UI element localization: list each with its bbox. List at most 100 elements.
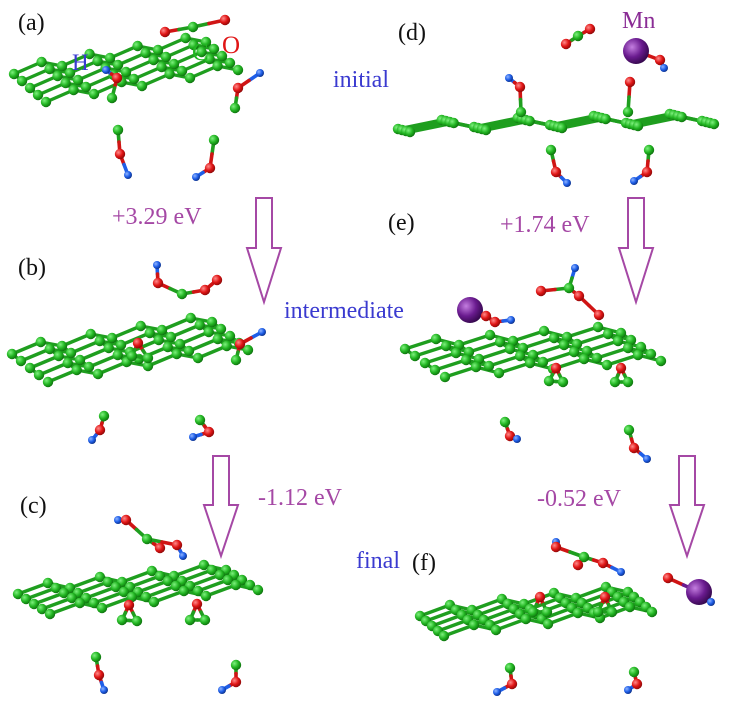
carbon-atom xyxy=(156,61,167,73)
carbon-atom xyxy=(527,606,539,618)
carbon-atom xyxy=(152,44,164,56)
carbon-atom xyxy=(206,564,218,576)
carbon-atom xyxy=(153,334,164,346)
carbon-atom xyxy=(52,70,63,82)
carbon-atom xyxy=(224,330,236,342)
carbon-atom xyxy=(504,343,516,355)
carbon-atom xyxy=(44,63,55,75)
carbon-atom xyxy=(514,350,526,362)
carbon-atom xyxy=(645,348,657,360)
ball-and-stick-molecule xyxy=(189,414,215,441)
ball-and-stick-molecule xyxy=(114,514,187,560)
carbon-atom xyxy=(591,352,603,364)
carbon-atom xyxy=(632,349,644,361)
hydrogen-atom xyxy=(256,69,264,77)
carbon-atom xyxy=(135,320,146,332)
carbon-atom xyxy=(180,32,191,44)
carbon-atom xyxy=(184,614,196,626)
oxygen-atom xyxy=(114,148,126,160)
carbon-atom xyxy=(221,340,232,352)
carbon-atom xyxy=(142,352,154,364)
carbon-atom xyxy=(612,335,624,347)
ball-and-stick-molecule xyxy=(184,598,211,626)
carbon-atom xyxy=(545,144,557,156)
carbon-atom xyxy=(142,360,154,372)
carbon-atom xyxy=(68,84,79,96)
carbon-atom xyxy=(28,598,40,610)
hydrogen-atom xyxy=(218,686,226,694)
carbon-atom xyxy=(53,350,64,362)
carbon-atom xyxy=(98,410,110,422)
carbon-atom xyxy=(470,361,482,373)
carbon-atom xyxy=(154,570,166,582)
carbon-atom xyxy=(200,590,212,602)
energy-label-e-to-f: -0.52 eV xyxy=(537,486,622,512)
ball-and-stick-molecule xyxy=(505,74,527,118)
carbon-atom xyxy=(448,117,459,129)
carbon-atom xyxy=(102,576,114,588)
carbon-atom xyxy=(36,603,48,615)
panel-label-b: (b) xyxy=(18,255,46,281)
oxygen-atom xyxy=(152,277,164,289)
ball-and-stick-molecule xyxy=(192,134,220,181)
carbon-atom xyxy=(230,579,242,591)
carbon-atom xyxy=(203,326,214,338)
oxygen-atom xyxy=(615,362,627,374)
carbon-atom xyxy=(216,50,228,62)
carbon-atom xyxy=(483,360,495,372)
oxygen-atom xyxy=(584,23,596,35)
carbon-atom xyxy=(56,60,68,72)
carbon-atom xyxy=(80,81,92,93)
manganese-atom xyxy=(686,579,712,605)
carbon-atom xyxy=(32,89,44,101)
carbon-atom xyxy=(42,577,54,589)
carbon-atom xyxy=(409,350,421,362)
carbon-atom xyxy=(230,659,242,671)
carbon-atom xyxy=(183,345,195,357)
carbon-atom xyxy=(543,375,555,387)
carbon-atom xyxy=(571,338,583,350)
carbon-atom xyxy=(88,88,100,100)
carbon-atom xyxy=(517,342,529,354)
hydrogen-atom xyxy=(88,436,96,444)
carbon-atom xyxy=(188,39,199,51)
ball-and-stick-molecule xyxy=(622,76,636,118)
carbon-atom xyxy=(556,122,568,134)
carbon-atom xyxy=(572,607,584,619)
carbon-atom xyxy=(622,376,634,388)
carbon-atom xyxy=(515,106,527,118)
carbon-atom xyxy=(419,357,431,369)
oxygen-atom xyxy=(489,316,501,328)
carbon-atom xyxy=(103,342,114,354)
carbon-atom xyxy=(561,331,573,343)
carbon-atom xyxy=(106,92,118,104)
carbon-atom xyxy=(74,354,86,366)
carbon-atom xyxy=(214,569,226,581)
hydrogen-atom xyxy=(513,435,521,443)
hydrogen-atom xyxy=(624,686,632,694)
manganese-atom xyxy=(623,38,649,64)
carbon-atom xyxy=(439,371,451,383)
panel-label-e: (e) xyxy=(388,210,415,236)
carbon-atom xyxy=(44,608,56,620)
carbon-atom xyxy=(40,96,52,108)
oxygen-atom xyxy=(550,541,562,553)
carbon-atom xyxy=(60,77,71,89)
oxygen-atom xyxy=(654,54,666,66)
carbon-atom xyxy=(404,126,416,138)
hydrogen-atom xyxy=(179,552,187,560)
oxygen-atom xyxy=(599,591,611,603)
carbon-atom xyxy=(494,336,506,348)
carbon-atom xyxy=(115,339,127,351)
carbon-atom xyxy=(229,102,241,114)
carbon-atom xyxy=(635,341,647,353)
carbon-atom xyxy=(140,47,151,59)
oxygen-atom xyxy=(234,338,246,350)
carbon-atom xyxy=(20,593,32,605)
oxygen-atom xyxy=(550,362,562,374)
hydrogen-atom xyxy=(643,455,651,463)
carbon-atom xyxy=(463,346,475,358)
ball-and-stick-molecule xyxy=(112,124,132,179)
carbon-atom xyxy=(200,36,212,48)
carbon-atom xyxy=(399,343,411,355)
